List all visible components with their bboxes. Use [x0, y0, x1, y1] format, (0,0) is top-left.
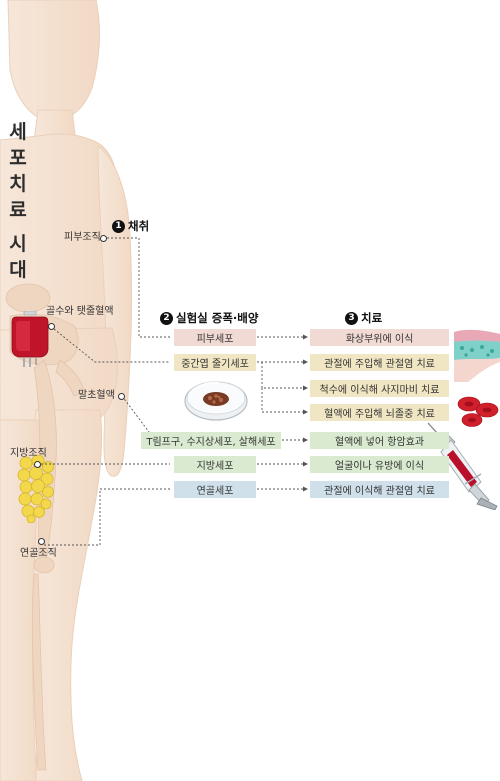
step-3-label: 치료 — [361, 311, 383, 325]
source-skin-dot — [100, 235, 107, 242]
step-1-header: 1 채취 — [112, 219, 149, 233]
title-char-3: 치 — [9, 173, 27, 195]
source-fat-dot — [34, 461, 41, 468]
step-3-number-icon: 3 — [345, 311, 358, 325]
arrow-heads — [303, 334, 308, 492]
source-cartilage-dot — [38, 538, 45, 545]
box-treatment-face: 얼굴이나 유방에 이식 — [310, 456, 449, 473]
step-2-header: 2 실험실 증폭·배양 — [160, 311, 258, 325]
step-1-label: 채취 — [128, 219, 150, 233]
skin-tissue-icon — [454, 329, 500, 382]
stem-branch-spinal — [261, 362, 303, 389]
step-2-label: 실험실 증폭·배양 — [176, 311, 259, 325]
box-treatment-joint-stem: 관절에 주입해 관절염 치료 — [310, 354, 449, 371]
box-treatment-burn: 화상부위에 이식 — [310, 329, 449, 346]
title-char-7: 대 — [9, 259, 27, 281]
title-char-4: 료 — [9, 199, 27, 221]
blood-bag-icon — [11, 311, 49, 367]
source-cord-blood-dot — [48, 323, 55, 330]
step-2-number-icon: 2 — [160, 311, 173, 325]
source-fat-tissue: 지방조직 — [10, 448, 47, 459]
title-char-2: 포 — [9, 147, 27, 169]
petri-dish-icon — [184, 381, 248, 421]
source-peripheral-blood-dot — [118, 393, 125, 400]
box-treatment-cancer: 혈액에 넣어 항암효과 — [310, 432, 449, 449]
step-1-number-icon: 1 — [112, 219, 125, 233]
box-skin-cell: 피부세포 — [174, 329, 256, 346]
stem-branch-stroke — [261, 388, 303, 413]
source-cord-blood: 골수와 탯줄혈액 — [46, 306, 114, 317]
source-peripheral-blood: 말초혈액 — [78, 390, 115, 401]
title-char-6: 시 — [9, 233, 27, 255]
box-cartilage-cell: 연골세포 — [174, 481, 256, 498]
box-immune-cell: T림프구, 수지상세포, 살해세포 — [141, 432, 281, 449]
skin-tissue-connector — [103, 237, 170, 338]
box-treatment-stroke: 혈액에 주입해 뇌졸중 치료 — [310, 404, 449, 421]
cartilage-connector — [44, 488, 170, 546]
source-cartilage: 연골조직 — [20, 548, 57, 559]
step-3-header: 3 치료 — [345, 311, 382, 325]
cord-blood-connector — [53, 328, 170, 363]
source-skin-tissue: 피부조직 — [64, 232, 101, 243]
box-treatment-joint-cartilage: 관절에 이식해 관절염 치료 — [310, 481, 449, 498]
red-blood-cells-icon — [457, 396, 499, 427]
box-stem-cell: 중간엽 줄기세포 — [174, 354, 256, 371]
box-treatment-spinal: 척수에 이식해 사지마비 치료 — [310, 380, 449, 397]
title-char-1: 세 — [9, 121, 27, 143]
box-fat-cell: 지방세포 — [174, 456, 256, 473]
